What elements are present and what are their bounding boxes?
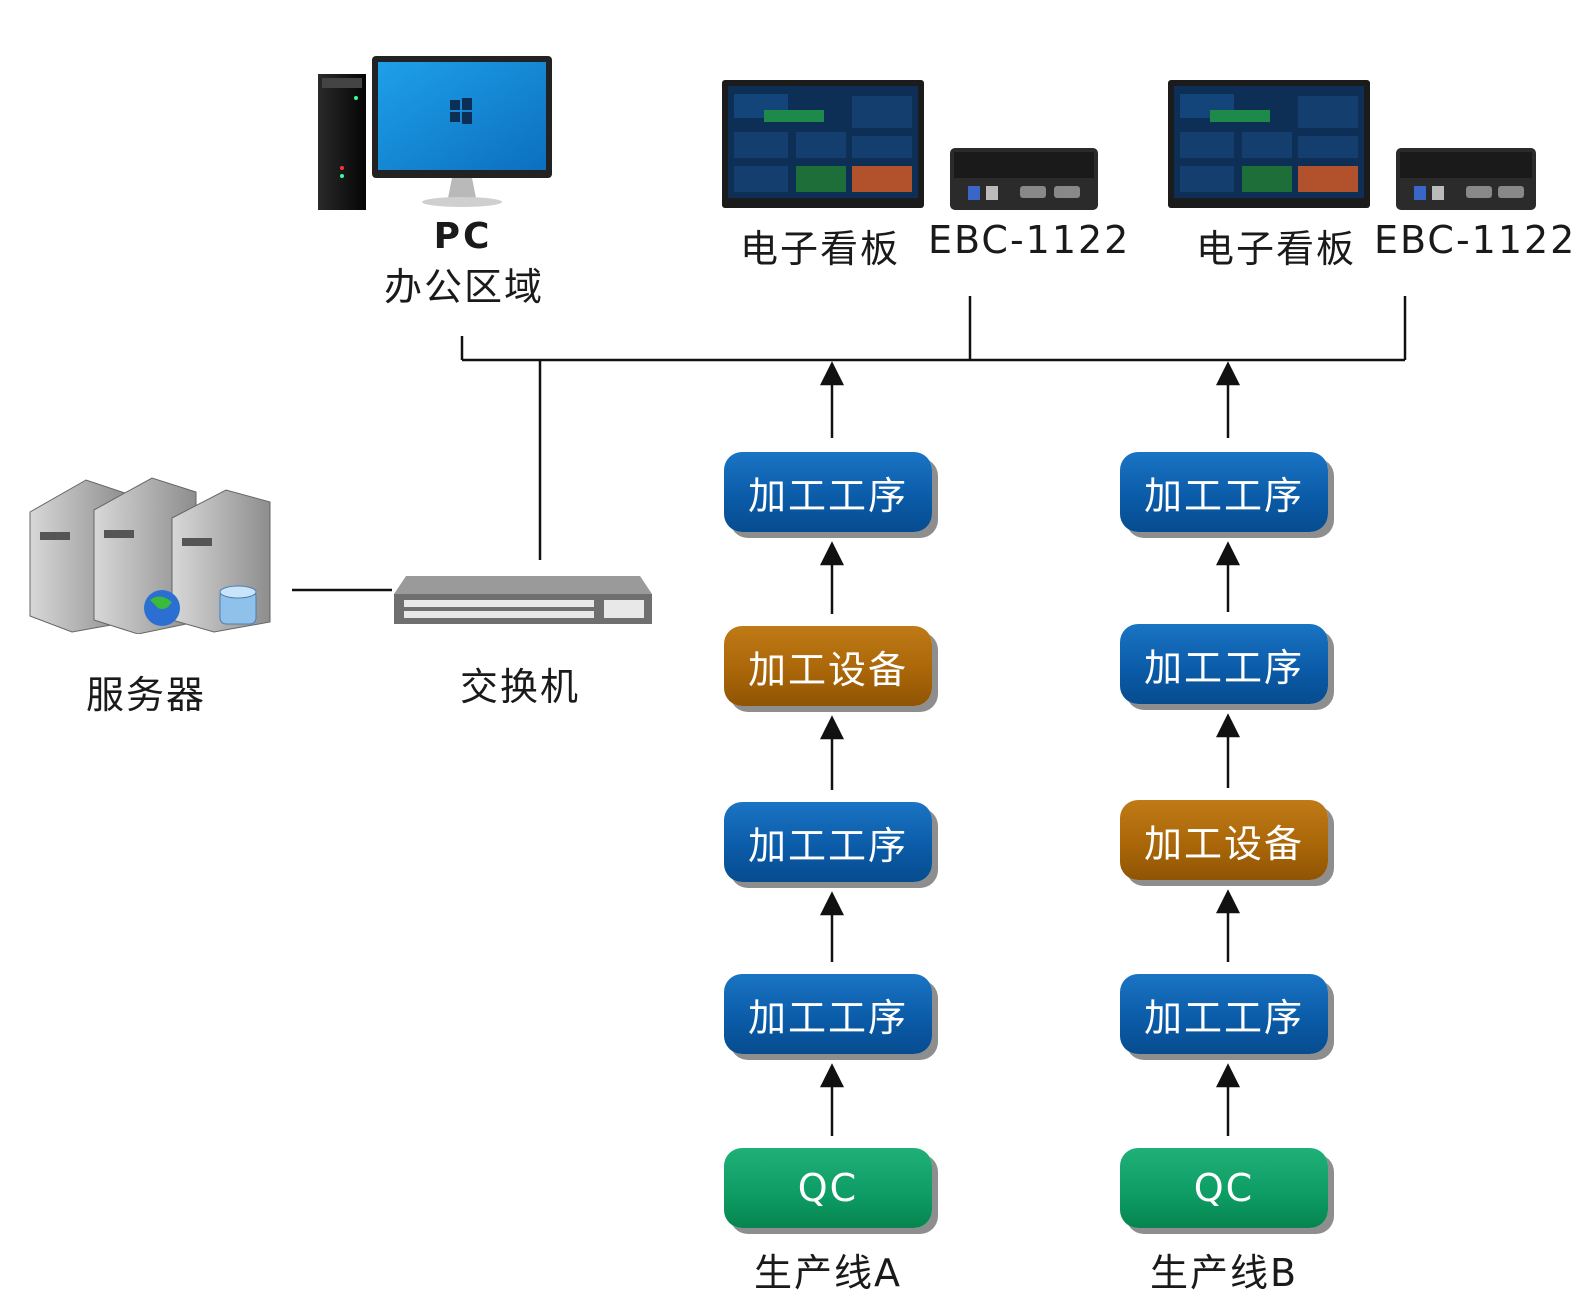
line-b-name: 生产线B: [1149, 1251, 1299, 1295]
industrial-pc-icon: [1396, 148, 1536, 210]
line-b-arrow-2-head: [1215, 713, 1241, 738]
device-label-2: EBC-1122: [1374, 218, 1577, 262]
servers: [26, 472, 276, 635]
pc-computer: [316, 56, 556, 216]
line-b-arrow-to-bus-head: [1215, 361, 1241, 386]
dashboard-monitor-icon: [1168, 80, 1370, 208]
line-a-step-1: 加工工序: [724, 452, 932, 532]
line-a-step-2: 加工设备: [724, 626, 932, 706]
pc-icon: [318, 56, 552, 210]
line-a-arrow-to-bus-head: [819, 361, 845, 386]
board-label-2: 电子看板: [1196, 227, 1357, 271]
line-a-arrow-1-head: [819, 541, 845, 566]
network-switch: [392, 572, 654, 630]
step-label: 加工工序: [747, 473, 908, 518]
line-a-step-3: 加工工序: [724, 802, 932, 882]
ebc-1122-device-1: [950, 148, 1098, 210]
line-a-arrow-2-head: [819, 715, 845, 740]
dashboard-monitor-icon: [722, 80, 924, 208]
line-a-name: 生产线A: [754, 1251, 902, 1295]
industrial-pc-icon: [950, 148, 1098, 210]
line-a-arrow-3-head: [819, 891, 845, 916]
line-b-arrow-3-head: [1215, 889, 1241, 914]
electronic-board-1: [722, 80, 924, 208]
board-label-1: 电子看板: [740, 227, 901, 271]
switch-label: 交换机: [460, 665, 581, 709]
line-a-step-5: QC: [724, 1148, 932, 1228]
line-b-step-2: 加工工序: [1120, 624, 1328, 704]
pc-area-label: 办公区域: [383, 265, 544, 309]
line-b-step-4: 加工工序: [1120, 974, 1328, 1054]
switch-icon: [394, 576, 652, 624]
electronic-board-2: [1168, 80, 1370, 208]
line-b-arrow-1-head: [1215, 541, 1241, 566]
step-label: 加工工序: [747, 823, 908, 868]
server-label: 服务器: [86, 673, 207, 717]
step-label: 加工设备: [747, 647, 908, 692]
line-b-step-3: 加工设备: [1120, 800, 1328, 880]
line-b-arrow-4-head: [1215, 1063, 1241, 1088]
step-label: 加工设备: [1143, 821, 1304, 866]
server-icon: [29, 477, 271, 635]
step-label: 加工工序: [747, 995, 908, 1040]
step-label: 加工工序: [1143, 473, 1304, 518]
ebc-1122-device-2: [1396, 148, 1536, 210]
line-b-step-5: QC: [1120, 1148, 1328, 1228]
pc-name: PC: [433, 216, 493, 257]
step-label: 加工工序: [1143, 995, 1304, 1040]
step-label: QC: [1193, 1166, 1255, 1210]
device-label-1: EBC-1122: [928, 218, 1131, 262]
line-a-step-4: 加工工序: [724, 974, 932, 1054]
line-a-arrow-4-head: [819, 1063, 845, 1088]
step-label: 加工工序: [1143, 645, 1304, 690]
line-b-step-1: 加工工序: [1120, 452, 1328, 532]
step-label: QC: [797, 1166, 859, 1210]
